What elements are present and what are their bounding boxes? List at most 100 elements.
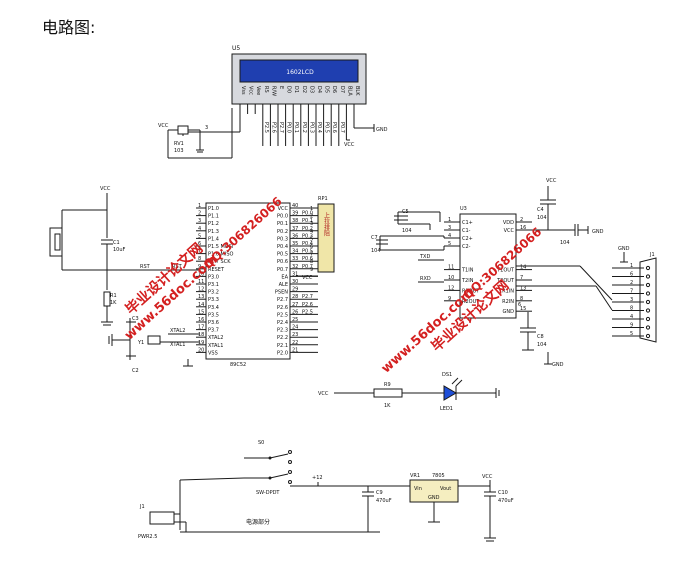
mcu-right-num: 25 [292,317,298,323]
max232-left-num: 1 [448,217,451,223]
mcu-net-label: P0.5 [302,249,313,255]
svg-text:104: 104 [560,240,570,246]
mcu-left-num: 4 [198,226,201,232]
db9-pin-num: 4 [630,314,633,320]
mcu-right-num: 23 [292,332,298,338]
svg-text:TXD: TXD [419,254,430,260]
mcu-left-num: 16 [198,317,204,323]
mcu-right-pin: P2.4 [277,320,288,326]
svg-text:C3: C3 [132,316,139,322]
mcu-right-pin: P2.6 [277,305,288,311]
mcu-left-num: 12 [198,287,204,293]
svg-text:J1: J1 [139,504,145,510]
mcu-right-num: 36 [292,233,298,239]
svg-text:C1: C1 [113,240,120,246]
mcu-left-num: 7 [198,249,201,255]
rp1-pin-num: 5 [310,236,313,242]
mcu-left-num: 1 [198,203,201,209]
svg-text:VR1: VR1 [410,473,420,479]
svg-text:VCC: VCC [482,474,493,480]
mcu-left-num: 2 [198,211,201,217]
mcu-left-pin: P1.6 MISO [208,252,234,258]
svg-text:GND: GND [618,246,630,252]
lcd-pin-label: D5 [324,86,330,93]
db9-pin-num: 1 [630,263,633,269]
mcu-right-num: 37 [292,226,298,232]
svg-text:6: 6 [518,302,521,308]
mcu-left-num: 15 [198,309,204,315]
svg-text:XTAL2: XTAL2 [170,328,185,334]
mcu-right-pin: P0.5 [277,252,288,258]
mcu-net-label: P0.0 [302,211,313,217]
mcu-left-num: 13 [198,294,204,300]
svg-text:VCC: VCC [546,178,557,184]
max232-u3: U3 C1+1C1-3C2+4C2-5T1IN11T2IN10R1OUT12R2… [371,178,604,368]
page-title: 电路图: [42,18,96,37]
svg-text:+12: +12 [312,475,323,481]
mcu-right-num: 34 [292,249,298,255]
svg-text:Y1: Y1 [137,340,144,346]
mcu-right-num: 28 [292,294,298,300]
mcu-right-num: 21 [292,347,298,353]
svg-text:VCC: VCC [318,391,329,397]
svg-text:SW-DPDT: SW-DPDT [256,490,280,496]
mcu-right-pin: EA [281,274,288,280]
mcu-right-num: 38 [292,218,298,224]
max232-right-num: 7 [520,275,523,281]
max232-right-num: 14 [520,265,526,271]
mcu-net-label: P2.7 [302,294,313,300]
svg-text:104: 104 [537,342,547,348]
lcd-name: 1602LCD [286,69,314,76]
power-section-label: 电源部分 [246,518,270,526]
lcd-pin-label: D4 [316,86,322,93]
svg-text:C7: C7 [371,235,378,241]
mcu-right-pin: P0.3 [277,236,288,242]
mcu-left-pin: VSS [208,350,218,356]
max232-right-num: 16 [520,225,526,231]
mcu-left-pin: P3.1 [208,282,219,288]
svg-text:XTAL1: XTAL1 [170,342,185,348]
svg-text:C9: C9 [376,490,383,496]
svg-text:RXD: RXD [420,276,431,282]
mcu-left-num: 20 [198,347,204,353]
svg-text:103: 103 [174,148,184,154]
mcu-right-pin: P0.7 [277,267,288,273]
lcd-pin-label: D6 [331,86,337,93]
lcd-pin-label: BLA [346,86,352,96]
mcu-left-pin: P1.7 SCK [208,259,231,265]
mcu-net-label: P0.6 [302,256,313,262]
mcu-right-num: 29 [292,287,298,293]
potentiometer-rv1: VCC RV1 103 3 GND [158,108,388,159]
mcu-left-num: 10 [198,271,204,277]
lcd-pin-label: Vcc [248,86,254,95]
mcu-right-pin: P2.1 [277,343,288,349]
rp1-pin-num: 8 [310,259,313,265]
mcu-left-pin: P3.2 [208,290,219,296]
lcd-pin-label: D3 [308,86,314,93]
lcd-pin-label: BLK [354,86,360,96]
svg-text:GND: GND [376,127,388,133]
lcd-bus-label: P2.6 [270,122,276,133]
rp1-pin-num: 2 [310,214,313,220]
rp1-pin-num: 1 [310,206,313,212]
mcu-right-num: 33 [292,256,298,262]
rp1-pin-num: 3 [310,221,313,227]
mcu-left-pin: P3.3 [208,297,219,303]
lcd-bus-label: P0.2 [301,122,307,133]
lcd-pin-label: E [278,86,284,89]
crystal-circuit: XTAL2 XTAL1 Y1 C3 C2 [108,316,200,374]
mcu-left-num: 8 [198,256,201,262]
svg-text:7805: 7805 [432,473,445,479]
max232-left-pin: R1OUT [462,288,480,294]
mcu-right-pin: ALE [279,282,288,288]
mcu-left-pin: P3.0 [208,274,219,280]
svg-text:1K: 1K [110,300,117,306]
lcd-pin-label: D0 [286,86,292,93]
lcd-bus-label: P0.3 [308,122,314,133]
mcu-right-num: 24 [292,325,298,331]
mcu-right-pin: P0.4 [277,244,288,250]
db9-pin [645,325,651,330]
max232-left-pin: T2IN [461,278,474,284]
